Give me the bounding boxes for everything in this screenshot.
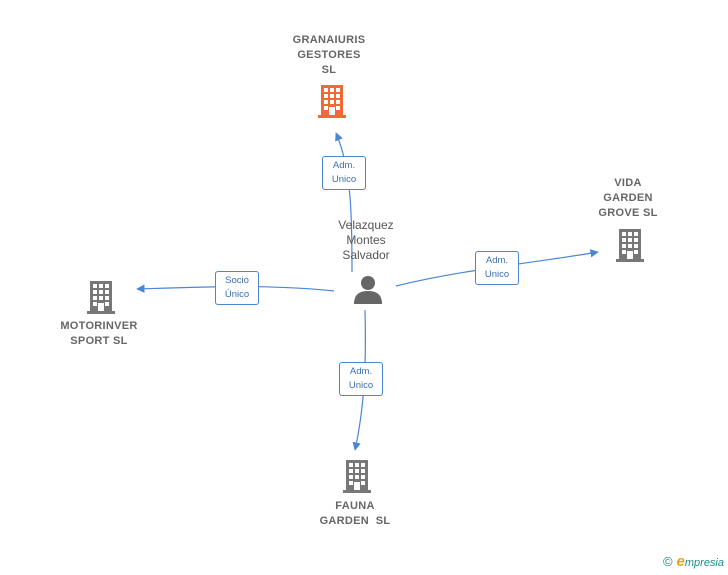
node-label-motorinver[interactable]: MOTORINVER SPORT SL: [44, 319, 154, 349]
building-icon[interactable]: [614, 227, 646, 263]
relation-line: Unico: [348, 380, 374, 391]
person-icon[interactable]: [352, 273, 384, 305]
relation-box-motorinver[interactable]: Socio Único: [215, 271, 259, 305]
edge-to-granaiuris: [335, 132, 353, 273]
relation-line: Socio: [225, 275, 249, 286]
brand-logo-text: mpresia: [684, 557, 724, 569]
node-label-line: GESTORES: [297, 49, 361, 61]
relation-line: Unico: [484, 269, 510, 280]
node-label-line: GRANAIURIS: [292, 34, 366, 46]
relation-line: Adm.: [332, 160, 356, 171]
relation-box-vida[interactable]: Adm. Unico: [475, 251, 519, 285]
node-label-line: GARDEN SL: [319, 515, 391, 527]
node-label-line: FAUNA: [335, 500, 375, 512]
node-label-line: SPORT SL: [70, 335, 128, 347]
node-label-fauna[interactable]: FAUNA GARDEN SL: [305, 499, 405, 529]
brand-footer: ©empresia: [663, 553, 724, 570]
node-label-line: MOTORINVER: [60, 320, 138, 332]
node-label-line: VIDA: [614, 177, 642, 189]
node-label-line: Velazquez: [338, 218, 394, 232]
brand-logo-initial: e: [676, 553, 685, 570]
relation-line: Unico: [331, 174, 357, 185]
relation-box-granaiuris[interactable]: Adm. Unico: [322, 156, 366, 190]
relation-line: Adm.: [485, 255, 509, 266]
node-label-vida[interactable]: VIDA GARDEN GROVE SL: [578, 176, 678, 221]
building-icon[interactable]: [316, 83, 348, 119]
node-label-person[interactable]: Velazquez Montes Salvador: [316, 218, 416, 263]
node-label-line: SL: [321, 64, 337, 76]
relation-box-fauna[interactable]: Adm. Unico: [339, 362, 383, 396]
relation-line: Adm.: [349, 366, 373, 377]
node-label-line: GARDEN: [603, 192, 653, 204]
node-label-line: Salvador: [342, 248, 390, 262]
building-icon[interactable]: [341, 458, 373, 494]
node-label-line: Montes: [346, 233, 386, 247]
building-icon[interactable]: [85, 279, 117, 315]
node-label-granaiuris[interactable]: GRANAIURIS GESTORES SL: [274, 33, 384, 78]
copyright-icon: ©: [662, 554, 673, 569]
node-label-line: GROVE SL: [598, 207, 658, 219]
relation-line: Único: [224, 289, 250, 300]
